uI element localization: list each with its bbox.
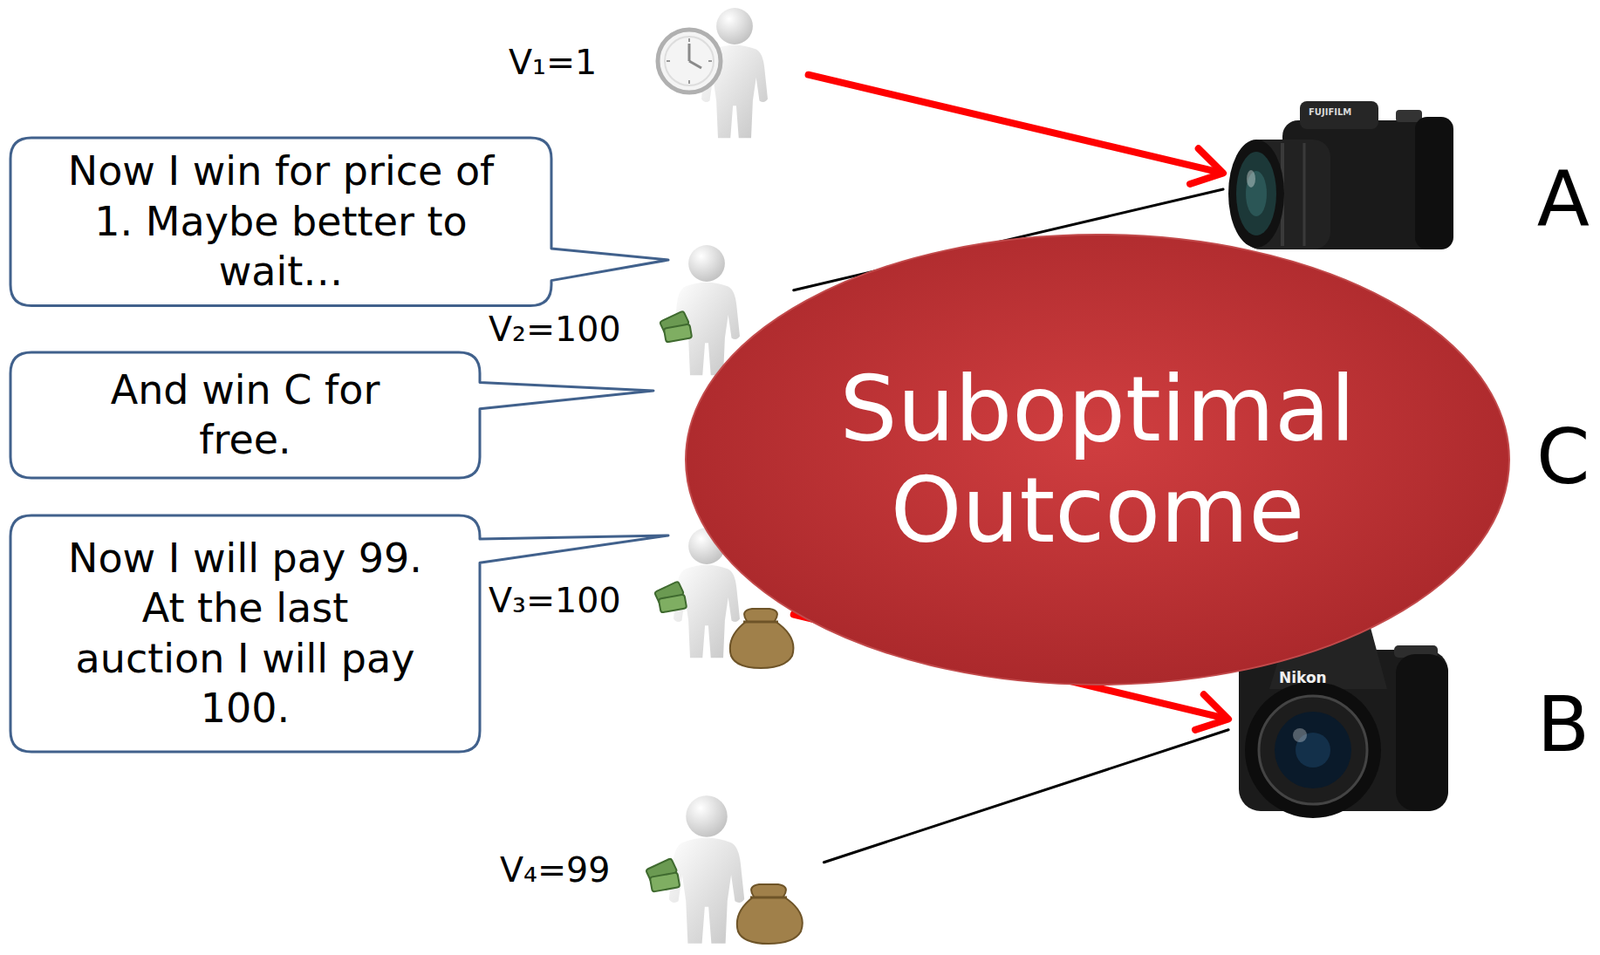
person-with-clock-part	[666, 60, 671, 62]
outcome-text: Suboptimal Outcome	[783, 358, 1412, 562]
bidder-node: V₄=99	[499, 785, 814, 947]
bidder-value: V₃=100	[488, 580, 786, 623]
person-with-money-bag	[645, 795, 803, 944]
brand-name: Nikon	[1278, 670, 1327, 687]
person-with-money-part	[663, 324, 692, 343]
person-with-money-bag-part	[658, 594, 687, 614]
arrow-head	[1195, 694, 1229, 731]
person-with-money-bag-part	[669, 795, 745, 944]
camera-a-drawing-part	[1246, 170, 1256, 188]
label-holder: FUJIFILM	[1308, 107, 1352, 117]
connector	[823, 730, 1229, 863]
camera-node: A	[1224, 96, 1595, 251]
arrow-head	[1189, 148, 1224, 185]
speech-bubble: Now I win for price of 1. Maybe better t…	[10, 137, 552, 307]
bidder-value: V₂=100	[488, 308, 786, 351]
outcome-ellipse: Suboptimal Outcome	[683, 232, 1512, 687]
camera-b-drawing-part	[1274, 711, 1352, 789]
camera-b-drawing-part	[1258, 696, 1368, 805]
camera-a-drawing	[1228, 101, 1454, 250]
person-with-money-bag-part	[730, 608, 794, 669]
camera-a-drawing-part	[1415, 116, 1454, 250]
item-letter: B	[1537, 683, 1590, 768]
person-with-clock	[657, 7, 768, 138]
callout-outline	[10, 137, 669, 307]
callout-text: Now I win for price of 1. Maybe better t…	[58, 146, 504, 298]
person-with-clock-part	[708, 60, 712, 62]
camera-b-drawing-part	[1244, 682, 1382, 819]
person-with-money-part	[673, 245, 740, 376]
connector	[808, 75, 1224, 185]
ellipse-fill	[685, 234, 1510, 685]
person-with-clock-part	[657, 29, 721, 93]
person-with-clock-part	[688, 38, 691, 42]
camera-a-drawing-part	[1303, 143, 1306, 247]
speech-bubble: And win C for free.	[10, 352, 480, 479]
bidder-value: V₄=99	[499, 849, 814, 892]
item-letter: A	[1537, 157, 1590, 242]
callout-outline	[10, 352, 654, 479]
item-letter: C	[1536, 415, 1590, 500]
camera-a-drawing-part	[1395, 109, 1423, 123]
speech-bubble: Now I will pay 99. At the last auction I…	[10, 515, 480, 753]
label-holder: Nikon	[1278, 670, 1327, 687]
label-holder: C	[1536, 415, 1590, 500]
person-with-money-bag-part	[737, 884, 803, 944]
camera-a-drawing-part	[1299, 101, 1379, 130]
person-with-money	[659, 245, 740, 376]
person-with-money-bag-part	[750, 896, 787, 900]
person-with-clock-part	[688, 43, 691, 62]
bidder-node: V₁=1	[508, 8, 797, 136]
callout-text: And win C for free.	[70, 365, 420, 466]
person-with-money-bag-part	[649, 872, 680, 892]
person-with-clock-part	[688, 80, 691, 84]
camera-a-drawing-part	[1236, 151, 1277, 236]
callout-text: Now I will pay 99. At the last auction I…	[63, 533, 427, 735]
person-with-money-bag-part	[743, 621, 779, 624]
person-with-clock-part	[664, 36, 714, 86]
camera-a-drawing-part	[1228, 139, 1285, 248]
camera-a-drawing-part	[1245, 170, 1267, 217]
brand-name: FUJIFILM	[1308, 107, 1352, 117]
person-with-clock-part	[689, 61, 702, 69]
connector-line	[823, 730, 1229, 863]
callout-outline	[10, 515, 669, 753]
bidder-value: V₁=1	[508, 41, 797, 84]
connector-line	[808, 75, 1221, 173]
camera-b-drawing-part	[1395, 654, 1449, 812]
camera-b-drawing-part	[1292, 728, 1307, 743]
